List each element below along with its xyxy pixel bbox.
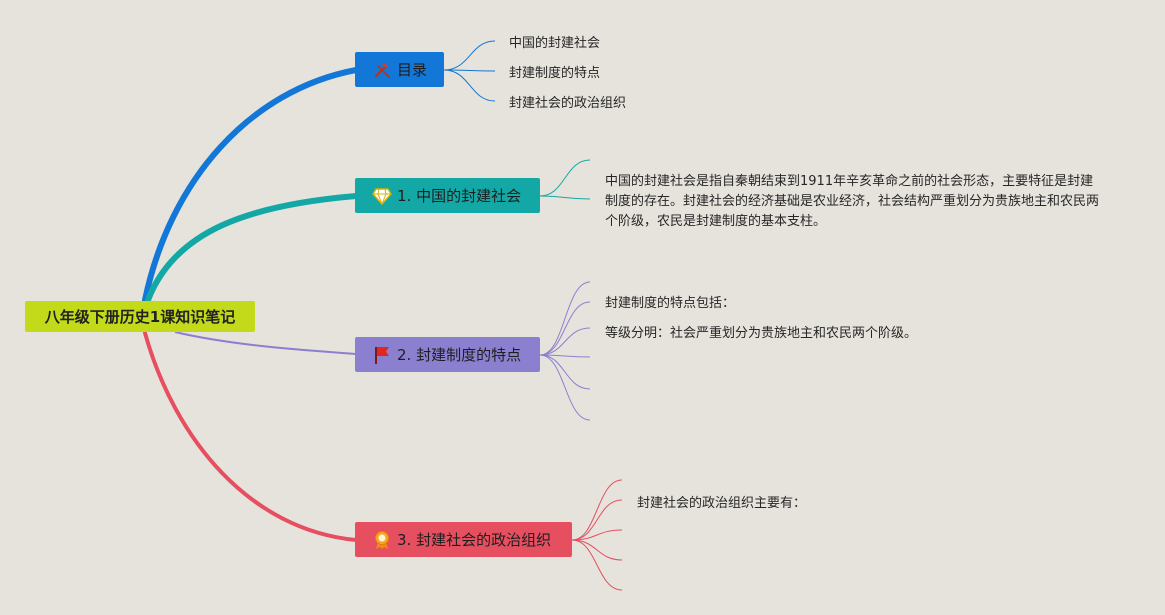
connector-root-toc [142, 67, 359, 303]
connector-b1-children [539, 159, 591, 200]
flag-icon [371, 345, 393, 365]
political-organization-item[interactable]: 封建社会的政治组织主要有： [637, 496, 807, 511]
root-topic[interactable]: 八年级下册历史1课知识笔记 [25, 301, 255, 332]
branch-feudal-features[interactable]: 2. 封建制度的特点 [355, 337, 540, 372]
connector-root-b3 [143, 331, 358, 542]
toc-item[interactable]: 封建社会的政治组织 [509, 96, 627, 111]
tools-icon [371, 60, 393, 80]
branch-feudal-society-label: 1. 中国的封建社会 [397, 187, 522, 205]
branch-feudal-features-label: 2. 封建制度的特点 [397, 346, 522, 364]
branch-political-organization-label: 3. 封建社会的政治组织 [397, 531, 552, 549]
branch-toc-label: 目录 [397, 61, 428, 79]
connector-toc-children [443, 40, 496, 102]
connector-b2-children [539, 281, 591, 421]
connector-b3-children [571, 479, 623, 591]
toc-item[interactable]: 封建制度的特点 [509, 66, 601, 81]
branch-feudal-society[interactable]: 1. 中国的封建社会 [355, 178, 540, 213]
medal-icon [371, 530, 393, 550]
feudal-features-item[interactable]: 等级分明：社会严重划分为贵族地主和农民两个阶级。 [605, 326, 918, 341]
toc-item[interactable]: 中国的封建社会 [509, 36, 601, 51]
connector-root-b2 [174, 331, 357, 355]
branch-toc[interactable]: 目录 [355, 52, 444, 87]
connector-root-b1 [145, 193, 359, 303]
feudal-features-item[interactable]: 封建制度的特点包括： [605, 296, 736, 311]
root-topic-label: 八年级下册历史1课知识笔记 [44, 308, 236, 326]
branch-political-organization[interactable]: 3. 封建社会的政治组织 [355, 522, 572, 557]
diamond-icon [371, 186, 393, 206]
feudal-society-description[interactable]: 中国的封建社会是指自秦朝结束到1911年辛亥革命之前的社会形态，主要特征是封建制… [605, 174, 1100, 229]
